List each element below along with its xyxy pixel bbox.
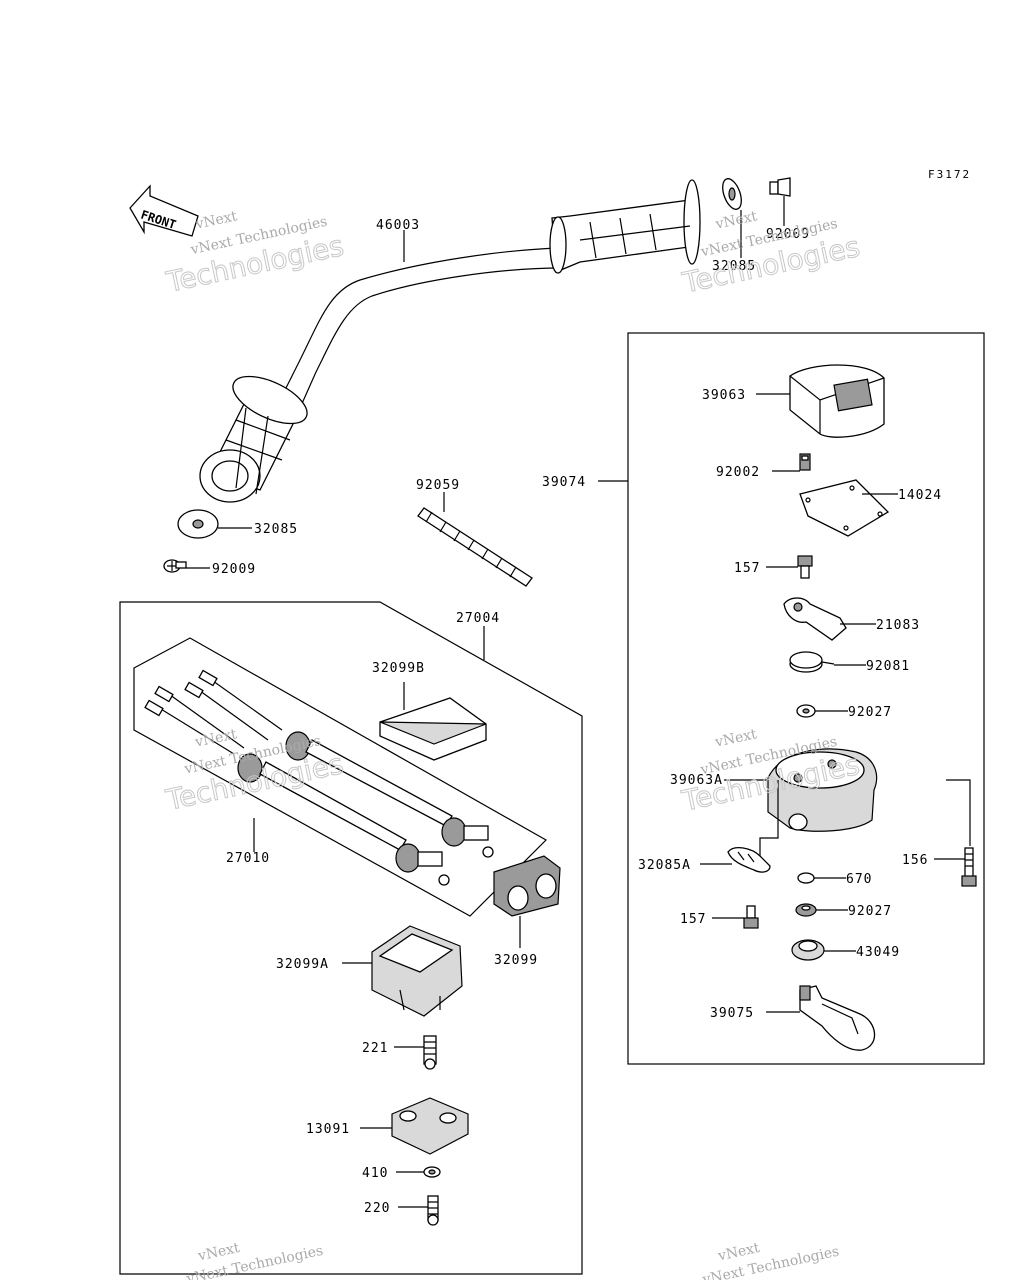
part-13091-clamp[interactable] [391,1097,469,1155]
callout-92002[interactable]: 92002 [716,465,760,480]
spring-92081[interactable] [789,651,835,673]
part-32099A-housing[interactable] [371,925,463,1017]
callout-670[interactable]: 670 [846,872,872,887]
screw-221[interactable] [423,1035,437,1070]
callout-27010[interactable]: 27010 [226,851,270,866]
part-32085-left[interactable] [177,509,219,539]
screw-220[interactable] [427,1195,439,1226]
callout-221[interactable]: 221 [362,1041,388,1056]
callout-410[interactable]: 410 [362,1166,388,1181]
callout-13091[interactable]: 13091 [306,1122,350,1137]
callout-27004[interactable]: 27004 [456,611,500,626]
part-92059-spiral-band[interactable] [417,507,533,587]
bolt-156[interactable] [961,847,977,887]
callout-43049[interactable]: 43049 [856,945,900,960]
right-grip [549,179,701,274]
part-21083-lever[interactable] [783,597,847,641]
handlebar-46003[interactable] [199,179,701,503]
svg-text:vNext: vNext [713,208,759,233]
watermark-5: vNext vNext Technologies [184,1240,324,1280]
callout-220[interactable]: 220 [364,1201,390,1216]
callout-157-bottom[interactable]: 157 [680,912,706,927]
part-39063-cover[interactable] [789,364,885,438]
figure-code: F3172 [928,168,971,181]
washer-92027-bottom[interactable] [795,903,817,917]
callout-92027-top[interactable]: 92027 [848,705,892,720]
callout-14024[interactable]: 14024 [898,488,942,503]
part-32099B-cover[interactable] [379,697,487,761]
leader-39063A [759,779,971,864]
group-box-39074 [627,332,985,1065]
callout-156[interactable]: 156 [902,853,928,868]
screw-92002[interactable] [799,453,811,471]
seal-43049[interactable] [791,939,825,961]
callout-39074[interactable]: 39074 [542,475,586,490]
washer-92027-top[interactable] [796,704,816,718]
callout-157-top[interactable]: 157 [734,561,760,576]
callout-32099B[interactable]: 32099B [372,661,425,676]
part-39063A-housing[interactable] [767,748,878,832]
part-32099-grommet[interactable] [493,855,561,917]
part-32085-top[interactable] [719,176,745,212]
part-39075-throttle-lever[interactable] [799,985,876,1051]
part-14024-plate[interactable] [799,479,890,537]
callout-32085A[interactable]: 32085A [638,858,691,873]
callout-92027-bottom[interactable]: 92027 [848,904,892,919]
callout-32099[interactable]: 32099 [494,953,538,968]
callout-92009-top[interactable]: 92009 [766,227,810,242]
callout-32099A[interactable]: 32099A [276,957,329,972]
svg-text:vNext: vNext [193,208,239,233]
left-grip [199,375,308,503]
group-box-27004 [119,601,583,1275]
watermark-1: vNext vNext Technologies Technologies [162,208,347,299]
callout-39075[interactable]: 39075 [710,1006,754,1021]
o-ring-670[interactable] [797,872,815,884]
part-32085A-bracket[interactable] [727,846,771,873]
cable-27010[interactable] [144,669,494,886]
callout-92059[interactable]: 92059 [416,478,460,493]
screw-157-bottom[interactable] [743,905,759,929]
callout-92009-left[interactable]: 92009 [212,562,256,577]
watermark-6: vNext vNext Technologies [700,1240,840,1280]
callout-92081[interactable]: 92081 [866,659,910,674]
callout-21083[interactable]: 21083 [876,618,920,633]
screw-92009-top[interactable] [769,177,791,197]
washer-410[interactable] [423,1166,441,1178]
screw-157-top[interactable] [797,555,813,579]
svg-text:vNext: vNext [193,726,239,751]
callout-39063A[interactable]: 39063A [670,773,723,788]
front-arrow-icon: FRONT [129,184,199,237]
svg-text:vNext: vNext [713,726,759,751]
callout-46003[interactable]: 46003 [376,218,420,233]
callout-39063[interactable]: 39063 [702,388,746,403]
screw-92009-left[interactable] [163,559,187,573]
callout-32085-top[interactable]: 32085 [712,259,756,274]
callout-32085-left[interactable]: 32085 [254,522,298,537]
